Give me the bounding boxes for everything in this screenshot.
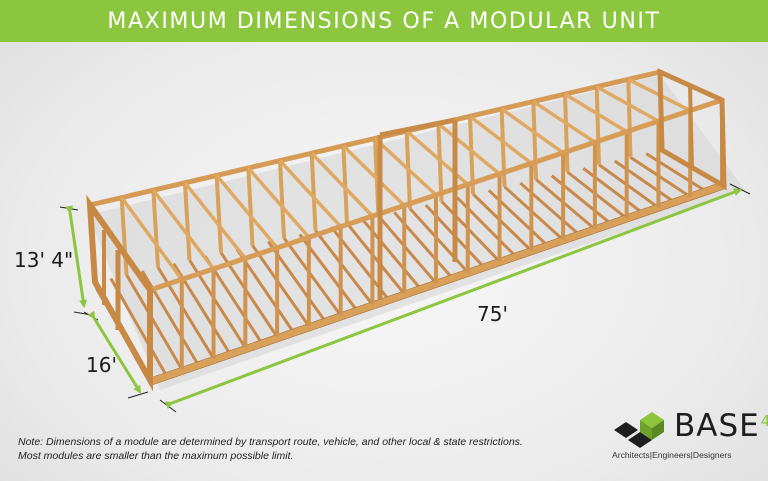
title-banner: MAXIMUM DIMENSIONS OF A MODULAR UNIT [0,0,768,42]
height-dimension-label: 13' 4" [14,248,74,272]
disclaimer-note: Note: Dimensions of a module are determi… [18,435,598,463]
width-dimension-label: 16' [86,353,117,377]
arrow-width-icon [83,310,149,399]
length-dimension-label: 75' [477,302,508,326]
base4-logo: BASE4 Architects|Engineers|Designers [612,406,768,466]
logo-wordmark: BASE4 [674,408,768,444]
logo-name: BASE [674,408,760,444]
note-line-2: Most modules are smaller than the maximu… [18,450,294,462]
logo-name-suffix: 4 [760,412,768,430]
base4-logo-icon [614,412,664,448]
page-title: MAXIMUM DIMENSIONS OF A MODULAR UNIT [107,8,661,34]
arrow-length-icon [159,183,751,413]
note-line-1: Note: Dimensions of a module are determi… [18,436,523,448]
logo-tagline: Architects|Engineers|Designers [612,450,732,460]
